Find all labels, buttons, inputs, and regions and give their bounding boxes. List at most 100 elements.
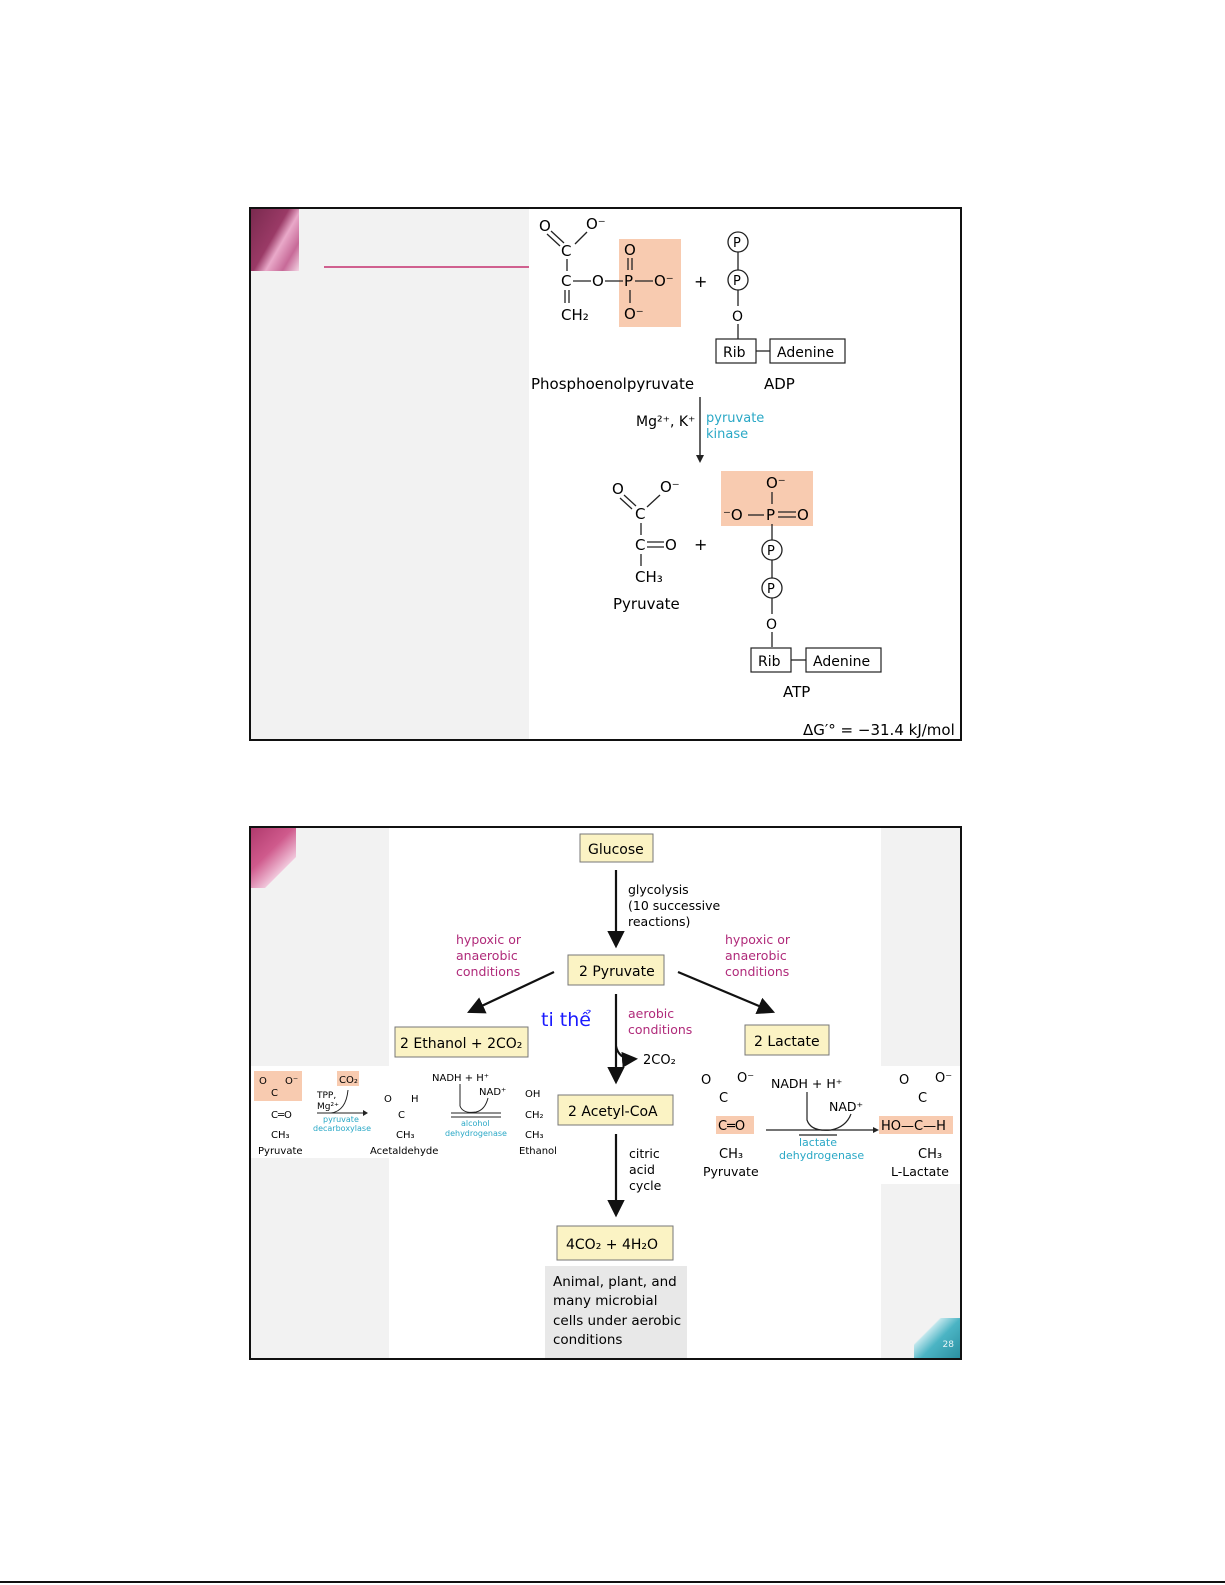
hydroxyl-highlight: [879, 1116, 953, 1134]
cofactor-small-label: TPP,: [316, 1091, 336, 1101]
page-bottom-border: [0, 1581, 1225, 1583]
atom-ch3: CH₃: [635, 568, 663, 586]
co2-small-label: CO₂: [339, 1075, 358, 1086]
phosphate-highlight: [619, 239, 681, 327]
atom-o: O: [665, 536, 677, 554]
corner-curl-teal-icon: [914, 1318, 960, 1358]
atom-ho-c-h: HO—C—H: [881, 1119, 946, 1134]
co2-highlight: [337, 1071, 359, 1086]
compound-label-adp: ADP: [764, 375, 795, 393]
corner-ribbon-icon: [251, 209, 299, 271]
paper-texture-panel: [251, 209, 529, 739]
atom-o: O: [701, 1073, 711, 1088]
atom-o: O: [259, 1076, 267, 1087]
atom-p: P: [624, 272, 633, 290]
pyruvate-box: [567, 954, 665, 986]
lactate-small-label: L-Lactate: [891, 1164, 949, 1179]
acetyl-coa-label: 2 Acetyl-CoA: [568, 1104, 658, 1120]
note-text: cells under aerobic: [553, 1313, 681, 1329]
lactate-label: 2 Lactate: [754, 1034, 820, 1050]
carboxyl-highlight: [254, 1071, 302, 1101]
nadh-label: NADH + H⁺: [432, 1073, 489, 1084]
note-box: [545, 1266, 687, 1358]
adenine-box: [769, 338, 846, 364]
plus-sign: +: [694, 272, 707, 291]
atom-o-minus: O⁻: [766, 474, 786, 492]
enzyme-small-label: decarboxylase: [313, 1124, 371, 1133]
atom-ch3: CH₃: [525, 1130, 544, 1141]
ethanol-label: 2 Ethanol + 2CO₂: [400, 1036, 522, 1052]
atom-ch2: CH₂: [561, 306, 589, 324]
plus-sign: +: [694, 535, 707, 554]
glucose-box: [579, 833, 654, 863]
free-energy-label: ΔG′° = −31.4 kJ/mol: [803, 721, 955, 739]
atom-ch2: CH₂: [525, 1110, 544, 1121]
phosphate-highlight: [721, 471, 813, 526]
enzyme-small-label: alcohol: [461, 1119, 490, 1128]
enzyme-label: pyruvate: [706, 411, 764, 426]
title-underline: [324, 266, 529, 268]
atom-o: O: [592, 272, 604, 290]
cofactor-label: Mg²⁺, K⁺: [636, 414, 695, 430]
final-products-label: 4CO₂ + 4H₂O: [566, 1237, 658, 1253]
atom-c-eq-o: C═O: [271, 1110, 292, 1121]
note-text: Animal, plant, and: [553, 1274, 677, 1290]
enzyme-small-label: dehydrogenase: [445, 1129, 507, 1138]
adenine-label: Adenine: [777, 345, 834, 361]
atom-o-minus: O⁻: [935, 1071, 952, 1086]
condition-label: anaerobic: [456, 948, 518, 963]
ethanol-box: [394, 1026, 529, 1058]
enzyme-label: kinase: [706, 427, 748, 442]
ribose-label: Rib: [758, 654, 781, 670]
final-products-box: [556, 1225, 674, 1261]
ethanol-small-label: Ethanol: [519, 1146, 557, 1157]
reaction-diagram: O O⁻ C C O P O⁻ O O⁻ CH₂ Phosphoenolpyru…: [531, 215, 955, 739]
phosphate-label: P: [733, 236, 741, 251]
atom-oh: OH: [525, 1089, 540, 1100]
glycolysis-label: glycolysis: [628, 882, 689, 897]
condition-label: hypoxic or: [456, 932, 522, 947]
slide-pyruvate-kinase: O O⁻ C C O P O⁻ O O⁻ CH₂ Phosphoenolpyru…: [249, 207, 962, 741]
atom-o-minus: O⁻: [737, 1071, 754, 1086]
ribose-label: Rib: [723, 345, 746, 361]
atom-ch3: CH₃: [271, 1130, 290, 1141]
enzyme-small-label: dehydrogenase: [779, 1149, 864, 1162]
atom-o-minus: O⁻: [660, 478, 680, 496]
atom-ch3: CH₃: [396, 1130, 415, 1141]
atom-c: C: [561, 242, 571, 260]
slide-pyruvate-fates: 28 Glucose glycolysis (10 successive rea…: [249, 826, 962, 1360]
atom-o-minus: ⁻O: [723, 506, 743, 524]
note-text: conditions: [553, 1332, 622, 1348]
phosphate-label: P: [733, 274, 741, 289]
enzyme-small-label: lactate: [799, 1136, 837, 1149]
atom-o: O: [766, 617, 777, 633]
adenine-label: Adenine: [813, 654, 870, 670]
compound-label-pyruvate: Pyruvate: [613, 595, 680, 613]
aerobic-label: conditions: [628, 1022, 692, 1037]
atom-h: H: [411, 1094, 419, 1105]
atom-p: P: [766, 506, 775, 524]
condition-label: hypoxic or: [725, 932, 791, 947]
lactate-box: [744, 1024, 830, 1056]
glycolysis-label: reactions): [628, 914, 690, 929]
fermentation-arrow-right: [677, 970, 776, 1015]
acetyl-coa-box: [557, 1094, 674, 1126]
ketone-highlight: [716, 1116, 754, 1134]
annotation-label: ti thể: [541, 1009, 591, 1031]
pyruvate-small-label: Pyruvate: [258, 1146, 303, 1157]
phosphate-label: P: [767, 544, 775, 559]
atom-o-minus: O⁻: [654, 272, 674, 290]
atom-o-minus: O⁻: [624, 305, 644, 323]
atom-o: O: [612, 480, 624, 498]
atom-c: C: [918, 1091, 927, 1106]
condition-label: conditions: [456, 964, 520, 979]
aerobic-label: aerobic: [628, 1006, 674, 1021]
nadh-label: NADH + H⁺: [771, 1076, 842, 1091]
condition-label: conditions: [725, 964, 789, 979]
corner-curl-icon: [251, 828, 296, 888]
atom-o: O: [732, 309, 743, 325]
fermentation-arrow-left: [467, 971, 555, 1014]
atom-c: C: [398, 1110, 405, 1121]
compound-label-pep: Phosphoenolpyruvate: [531, 375, 694, 393]
pathway-diagram: Glucose glycolysis (10 successive reacti…: [251, 833, 960, 1358]
